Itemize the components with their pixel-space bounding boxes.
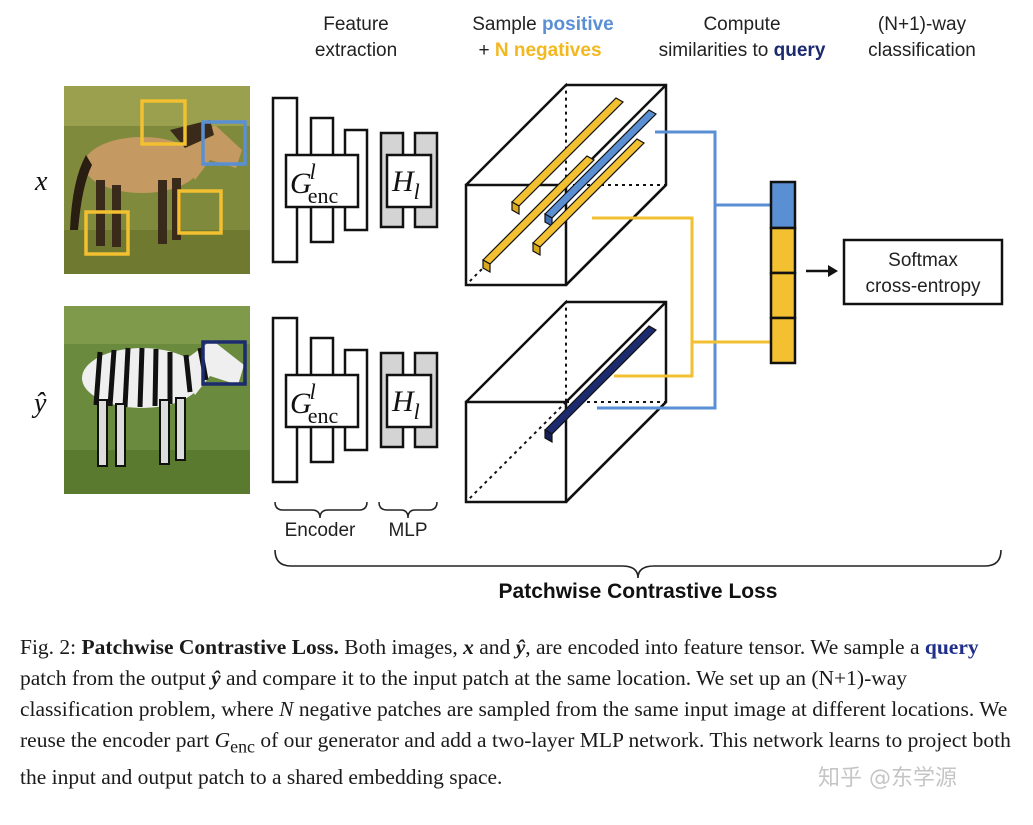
mlp-bottom-label-box (385, 373, 433, 429)
feature-cube-bottom (464, 299, 668, 504)
header-classification-line1: (N+1)-way (878, 14, 967, 35)
softmax-label-line1: Softmax (888, 250, 958, 271)
softmax-label-line2: cross-entropy (865, 276, 981, 297)
header-query-word: query (774, 40, 826, 61)
header-sample-line2: + N negatives (478, 40, 601, 61)
zebra-query-patch (201, 340, 247, 386)
watermark: 知乎 @东学源 (818, 766, 957, 791)
caption-title: Patchwise Contrastive Loss. (81, 635, 339, 659)
header-positive-word: positive (542, 14, 614, 35)
encoder-bottom-label-box (284, 373, 360, 429)
figure-diagram: Feature extraction Sample positive + N n… (31, 14, 1004, 603)
header-compute-line1: Compute (703, 14, 780, 35)
mlp-top-label: Hl (391, 165, 420, 204)
header-feature-extraction-line1: Feature (323, 14, 388, 35)
top-cube-rods (482, 97, 657, 274)
header-compute-line2: similarities to query (659, 40, 826, 61)
arrow-to-softmax (806, 265, 838, 277)
horse-positive-patch (201, 120, 247, 166)
header-negatives-word: N negatives (495, 40, 602, 61)
encoder-bracket-label: Encoder (285, 520, 356, 541)
mlp-top-label-box (385, 153, 433, 209)
zebra-image (64, 306, 250, 494)
figure-caption: Fig. 2: Patchwise Contrastive Loss. Both… (20, 635, 1011, 790)
horse-image (64, 86, 250, 274)
horse-negative-patch-3 (84, 210, 130, 256)
mlp-bottom-label: Hl (391, 385, 420, 424)
bottom-cube-query-rod (544, 325, 657, 444)
input-y-label: ŷ (31, 388, 47, 419)
overall-bracket-label: Patchwise Contrastive Loss (499, 580, 778, 603)
overall-bracket (274, 549, 1002, 579)
header-classification-line2: classification (868, 40, 976, 61)
header-sample-line1: Sample positive (472, 14, 614, 35)
horse-negative-patch-1 (140, 99, 187, 146)
horse-negative-patch-2 (177, 189, 223, 235)
header-feature-extraction-line2: extraction (315, 40, 397, 61)
similarity-connections (592, 130, 770, 410)
caption-query-word: query (924, 635, 979, 659)
input-x-label: x (34, 166, 48, 197)
mlp-bracket-label: MLP (388, 520, 427, 541)
mlp-bracket (378, 501, 438, 519)
encoder-bracket (274, 501, 368, 519)
logits-vector (769, 180, 797, 365)
softmax-box (842, 238, 1004, 306)
encoder-top-label-box (284, 153, 360, 209)
